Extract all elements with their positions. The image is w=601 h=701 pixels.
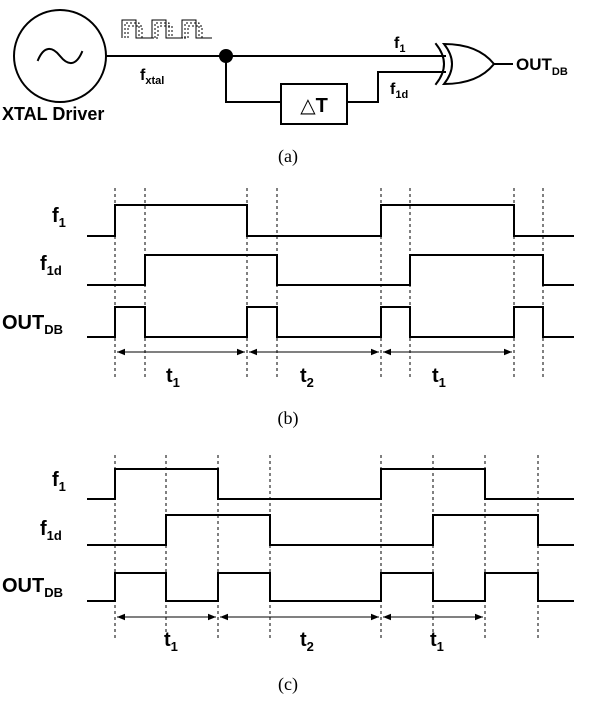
f1-waveform xyxy=(87,468,574,500)
circuit-panel: XTAL Driver fxtal △T f1 f1d OUTDB (a) xyxy=(2,9,568,167)
out-signal-label: OUTDB xyxy=(2,312,63,337)
xor-gate-icon xyxy=(434,42,496,86)
t2-label: t2 xyxy=(300,365,314,390)
out-waveform xyxy=(87,306,574,338)
caption-a: (a) xyxy=(278,146,298,167)
f1d-wire-label: f1d xyxy=(390,81,408,101)
t1-label: t1 xyxy=(432,365,446,390)
out-signal-label: OUTDB xyxy=(2,575,63,600)
delay-block xyxy=(280,83,348,125)
driver-label: XTAL Driver xyxy=(2,104,104,124)
caption-c: (c) xyxy=(278,674,298,695)
f1d-waveform xyxy=(87,254,574,286)
f1-waveform xyxy=(87,204,574,237)
timing-panel-c: f1 f1d OUTDB t1 t2 t1 (c) xyxy=(2,455,574,695)
f1d-signal-label: f1d xyxy=(40,253,62,278)
t1-label: t1 xyxy=(430,629,444,654)
f1-signal-label: f1 xyxy=(52,205,66,230)
fxtal-label: fxtal xyxy=(140,67,164,87)
f1d-waveform xyxy=(87,514,574,546)
sine-wave-icon xyxy=(36,48,84,64)
f1-wire-label: f1 xyxy=(394,35,405,55)
square-wave-icon xyxy=(121,19,212,39)
f1-signal-label: f1 xyxy=(52,469,66,494)
out-label: OUTDB xyxy=(516,55,568,78)
timing-panel-b: f1 f1d OUTDB t1 t2 t1 (b) xyxy=(2,188,574,429)
t1-label: t1 xyxy=(166,365,180,390)
t2-label: t2 xyxy=(300,629,314,654)
caption-b: (b) xyxy=(278,408,299,429)
delay-output-wire xyxy=(346,71,446,103)
delay-label: △T xyxy=(300,95,328,117)
t1-label: t1 xyxy=(164,629,178,654)
out-waveform xyxy=(87,572,574,602)
delay-input-wire xyxy=(225,55,282,103)
f1d-signal-label: f1d xyxy=(40,518,62,543)
